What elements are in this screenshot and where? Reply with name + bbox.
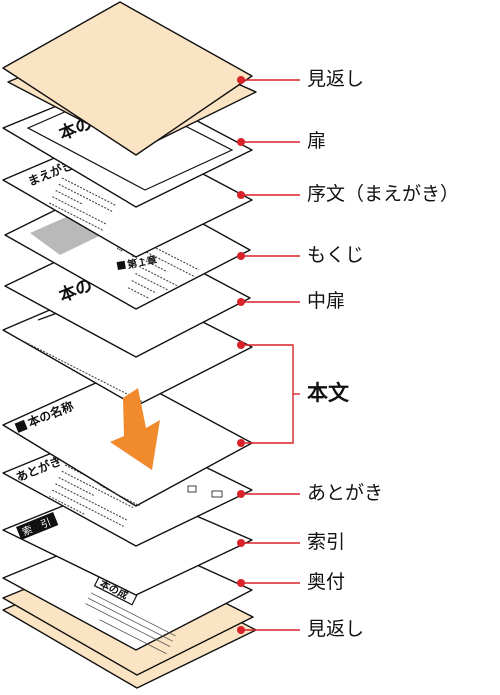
label-body: 本文 <box>307 381 349 405</box>
text-line <box>149 244 200 271</box>
leader-body-bracket <box>241 344 294 444</box>
label-index: 索引 <box>307 531 346 553</box>
dot-afterword <box>237 490 245 498</box>
dot-endpaper-front <box>237 76 245 84</box>
label-part-title: 中扉 <box>307 290 346 312</box>
text-line <box>146 251 196 278</box>
label-preface: 序文（まえがき） <box>307 183 460 205</box>
dot-toc <box>237 252 245 260</box>
dot-body-2 <box>237 439 245 447</box>
arrow-down-left-icon <box>110 388 160 470</box>
dot-colophon <box>237 579 245 587</box>
text-line <box>131 280 157 294</box>
label-title-page: 扉 <box>307 130 327 152</box>
marker-dots <box>237 76 245 634</box>
dot-body-1 <box>237 341 245 349</box>
label-afterword: あとがき <box>307 482 384 504</box>
endpaper-front-sheet <box>2 1 257 156</box>
dot-index <box>237 539 245 547</box>
dot-preface <box>237 191 245 199</box>
dot-part-title <box>237 298 245 306</box>
label-endpaper-front: 見返し <box>307 68 365 90</box>
text-line <box>142 258 168 273</box>
leader-lines <box>241 79 300 631</box>
dot-title-page <box>237 138 245 146</box>
endpaper-front-top <box>2 1 253 156</box>
text-line <box>55 189 83 205</box>
label-endpaper-back: 見返し <box>307 618 365 640</box>
dot-endpaper-back <box>237 626 245 634</box>
label-toc: もくじ <box>307 244 365 266</box>
label-colophon: 奥付 <box>307 571 346 593</box>
